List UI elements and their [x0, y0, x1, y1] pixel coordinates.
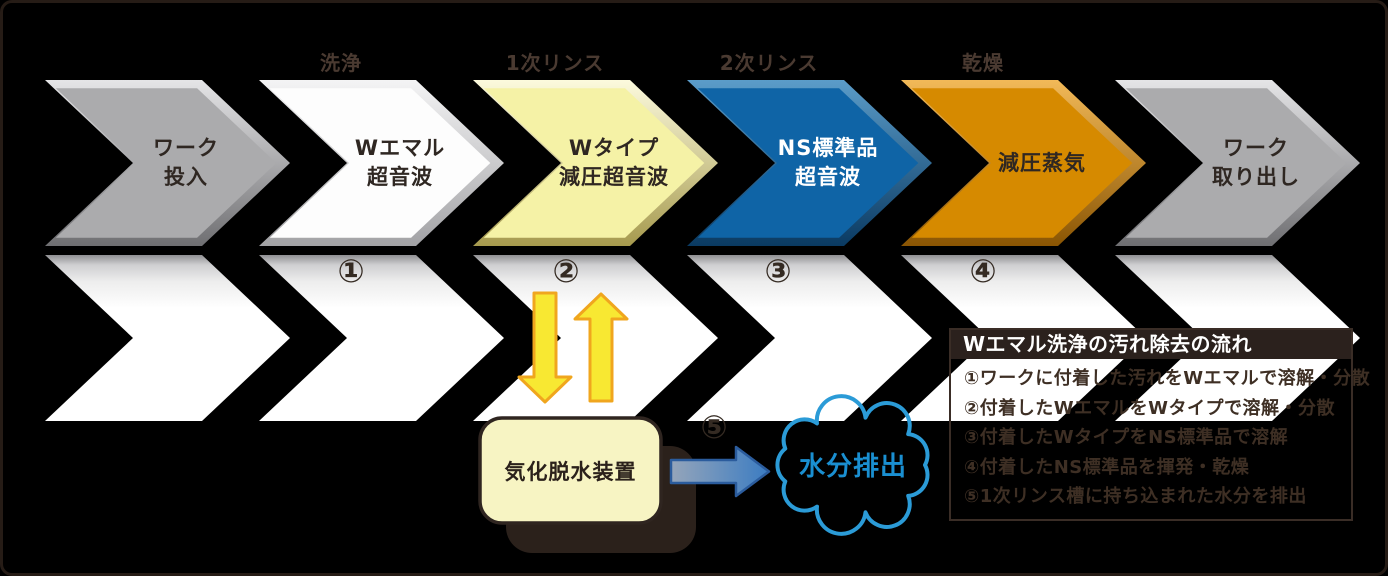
info-panel: Wエマル洗浄の汚れ除去の流れ ①ワークに付着した汚れをWエマルで溶解・分散 ②付…: [949, 328, 1371, 521]
info-item-5: ⑤1次リンス槽に持ち込まれた水分を排出: [964, 486, 1307, 507]
info-item-1: ①ワークに付着した汚れをWエマルで溶解・分散: [964, 368, 1371, 389]
chevron-label-w-type: Wタイプ 減圧超音波: [559, 136, 669, 189]
chevron-label-work-in: ワーク 投入: [153, 136, 219, 189]
chevron-reflection: [687, 255, 932, 421]
exhaust-cloud-label: 水分排出: [798, 452, 907, 482]
step-number-4: ④: [969, 252, 997, 290]
step-number-2: ②: [552, 252, 580, 290]
vapor-up-arrow-icon: [573, 292, 629, 403]
chevron-label-work-out: ワーク 取り出し: [1212, 136, 1300, 189]
chevron-label-ns: NS標準品 超音波: [777, 136, 879, 189]
stage-label-dry: 乾燥: [962, 51, 1004, 75]
flow-graphics: [45, 80, 1360, 553]
info-panel-items: ①ワークに付着した汚れをWエマルで溶解・分散 ②付着したWエマルをWタイプで溶解…: [951, 359, 1371, 512]
info-item-2: ②付着したWエマルをWタイプで溶解・分散: [964, 397, 1335, 419]
stage-label-rinse1: 1次リンス: [505, 51, 605, 75]
info-panel-title: Wエマル洗浄の汚れ除去の流れ: [951, 330, 1351, 359]
step-number-3: ③: [764, 252, 792, 290]
step-number-1: ①: [337, 252, 365, 290]
exhaust-arrow-icon: [669, 445, 771, 498]
info-item-4: ④付着したNS標準品を揮発・乾燥: [964, 456, 1250, 478]
dehydrator-box: [478, 416, 663, 525]
chevron-label-vapor: 減圧蒸気: [998, 150, 1086, 175]
vapor-down-arrow-icon: [517, 291, 573, 404]
chevron-label-w-emal: Wエマル 超音波: [354, 136, 446, 189]
info-item-3: ③付着したWタイプをNS標準品で溶解: [964, 427, 1289, 448]
chevron-reflection: [45, 255, 290, 421]
stage-label-rinse2: 2次リンス: [719, 51, 819, 75]
exhaust-cloud-icon: [775, 394, 930, 536]
stage-label-wash: 洗浄: [320, 51, 362, 75]
dehydrator-label: 気化脱水装置: [504, 459, 637, 484]
step-number-5: ⑤: [700, 408, 728, 446]
